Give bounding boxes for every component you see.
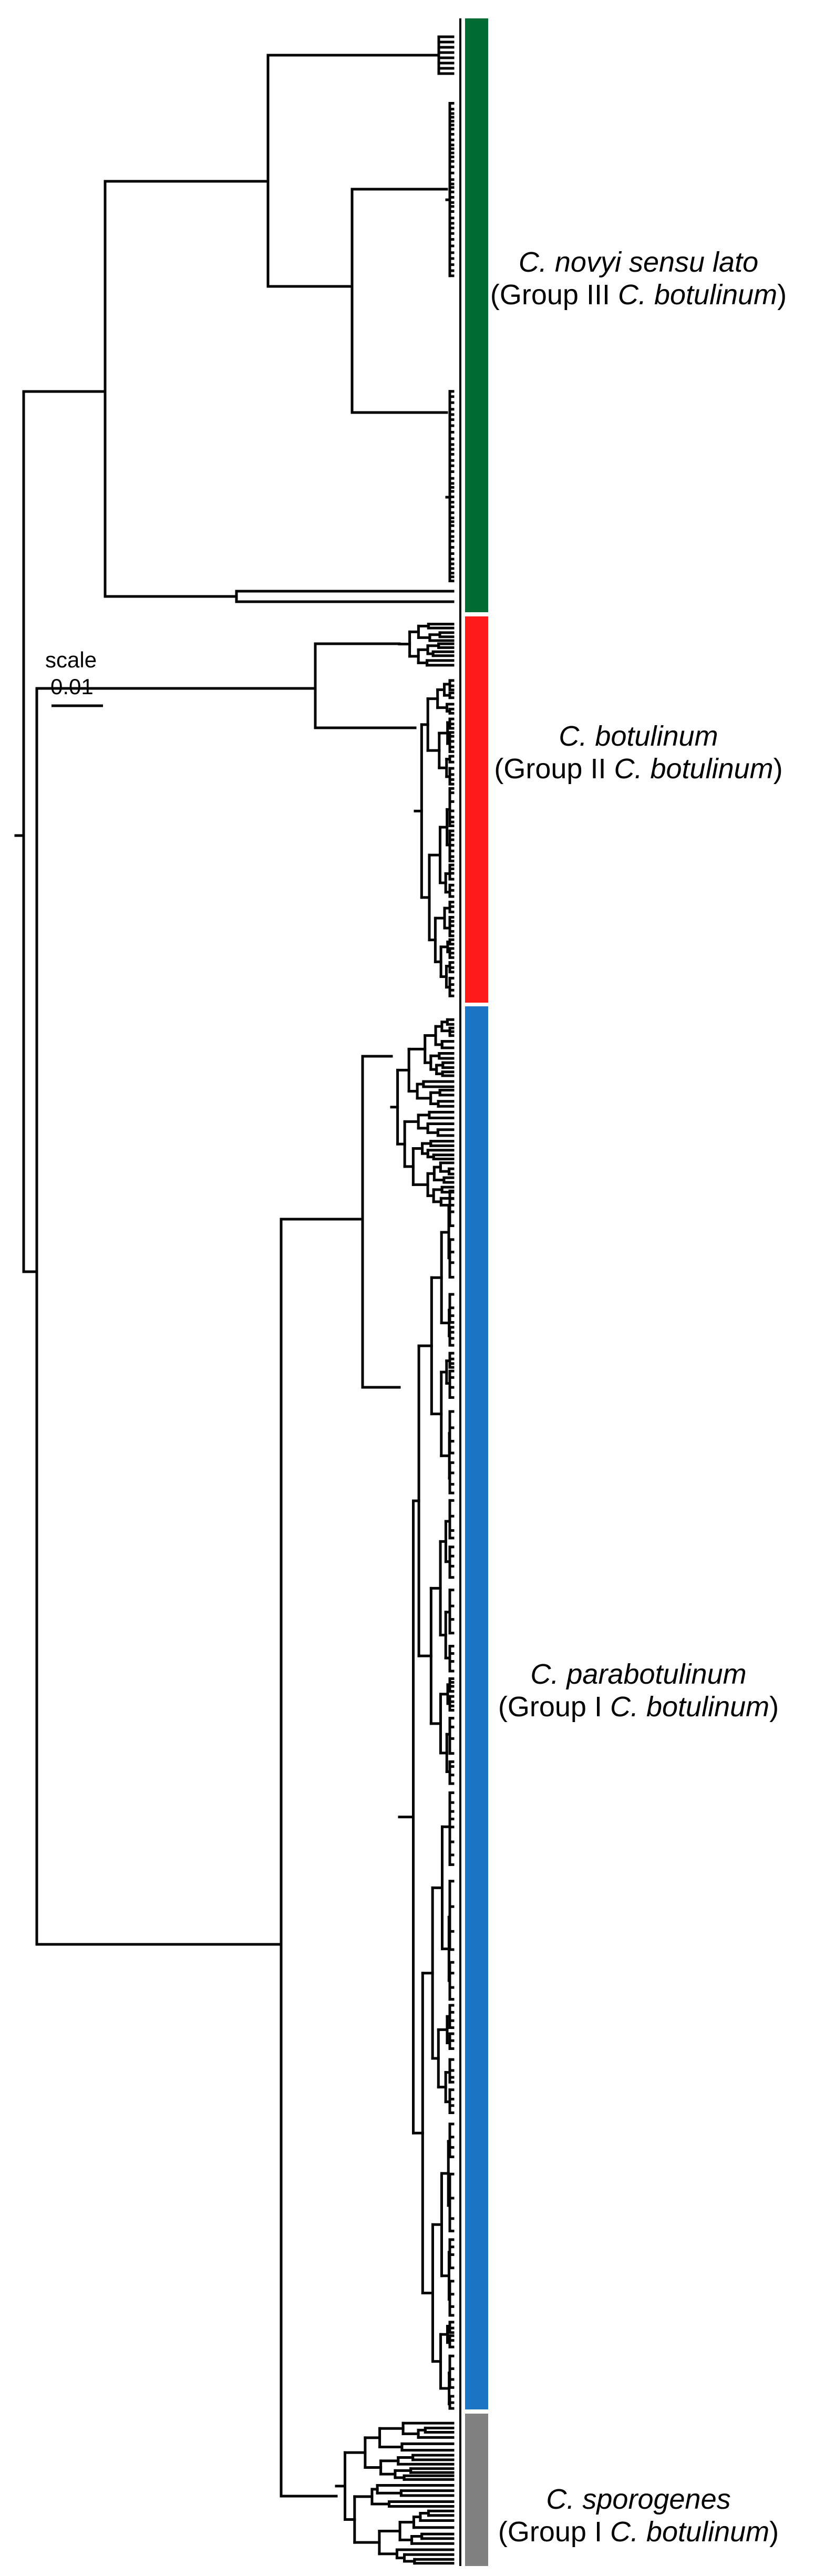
clade-species-parabotulinum: C. parabotulinum bbox=[530, 1658, 747, 1690]
clade-color-bars bbox=[459, 18, 488, 2566]
clade-species-botulinum: C. botulinum bbox=[559, 720, 718, 752]
clade-label-botulinum: C. botulinum (Group II C. botulinum) bbox=[455, 720, 822, 785]
clade-species-sporogenes: C. sporogenes bbox=[546, 2484, 731, 2515]
clade-bar-parabotulinum bbox=[465, 1006, 488, 2409]
clade-group-sporogenes: (Group I C. botulinum) bbox=[498, 2516, 779, 2548]
clade-group-botulinum: (Group II C. botulinum) bbox=[494, 753, 783, 785]
clade-group-novyi: (Group III C. botulinum) bbox=[490, 279, 787, 311]
clade-label-novyi: C. novyi sensu lato (Group III C. botuli… bbox=[455, 246, 822, 311]
clade-bar-botulinum bbox=[465, 616, 488, 1003]
scale-value: 0.01 bbox=[50, 674, 94, 699]
clade-label-sporogenes: C. sporogenes (Group I C. botulinum) bbox=[455, 2483, 822, 2548]
scale-title: scale bbox=[45, 647, 97, 672]
clade-bar-sporogenes bbox=[465, 2414, 488, 2566]
tree-branches bbox=[14, 35, 455, 2565]
clade-label-parabotulinum: C. parabotulinum (Group I C. botulinum) bbox=[455, 1658, 822, 1723]
clade-group-parabotulinum: (Group I C. botulinum) bbox=[498, 1691, 779, 1723]
clade-species-novyi: C. novyi sensu lato bbox=[518, 246, 759, 278]
clade-bar-novyi bbox=[465, 18, 488, 612]
